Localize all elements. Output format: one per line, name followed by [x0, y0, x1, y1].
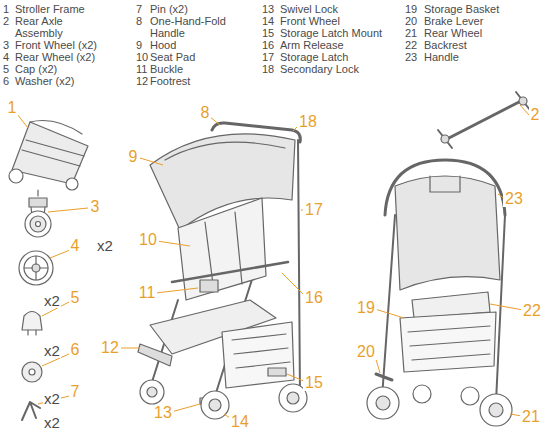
part-number: 11: [136, 63, 147, 75]
part-number: 17: [262, 51, 274, 63]
callout-number: 11: [137, 285, 158, 301]
quantity-label: x2: [43, 415, 61, 430]
part-number: 10: [136, 51, 148, 63]
part-number: 8: [136, 15, 142, 27]
part-name: Backrest: [424, 39, 467, 51]
callout-number: 14: [229, 414, 251, 430]
part-name: Pin (x2): [150, 3, 188, 15]
part-name: Seat Pad: [150, 51, 195, 63]
part-name: Hood: [150, 39, 176, 51]
quantity-label: x2: [43, 293, 61, 308]
part-name: Rear Wheel (x2): [15, 51, 95, 63]
part-name: Handle: [424, 51, 459, 63]
part-number: 20: [405, 15, 417, 27]
part-name: Storage Latch: [280, 51, 349, 63]
part-number: 15: [262, 27, 274, 39]
callout-number: 6: [69, 342, 82, 358]
part-number: 3: [3, 39, 9, 51]
part-number: 5: [3, 63, 9, 75]
part-name: Secondary Lock: [280, 63, 359, 75]
callout-number: 20: [355, 344, 377, 360]
part-number: 1: [3, 3, 9, 15]
quantity-label: x2: [43, 343, 61, 358]
callout-number: 19: [355, 300, 377, 316]
callout-number: 5: [69, 290, 82, 306]
part-name: One-Hand-Fold Handle: [150, 15, 236, 39]
callout-number: 8: [199, 105, 212, 121]
part-name: Rear Wheel: [424, 27, 482, 39]
part-number: 12: [136, 75, 148, 87]
part-name: Footrest: [150, 75, 190, 87]
callout-number: 12: [99, 340, 121, 356]
callout-number: 23: [503, 191, 525, 207]
callout-number: 18: [297, 114, 319, 130]
callout-number: 16: [303, 290, 325, 306]
quantity-label: x2: [96, 238, 114, 253]
part-name: Swivel Lock: [280, 3, 338, 15]
part-name: Storage Latch Mount: [280, 27, 382, 39]
part-number: 22: [405, 39, 417, 51]
callout-number: 21: [520, 409, 542, 425]
part-name: Stroller Frame: [15, 3, 85, 15]
part-name: Rear Axle Assembly: [15, 15, 75, 39]
callout-number: 1: [6, 100, 19, 116]
part-name: Storage Basket: [424, 3, 499, 15]
callout-number: 2: [529, 107, 542, 123]
part-name: Front Wheel: [280, 15, 340, 27]
part-name: Washer (x2): [15, 75, 75, 87]
callout-number: 13: [152, 405, 174, 421]
part-number: 19: [405, 3, 417, 15]
part-number: 18: [262, 63, 274, 75]
part-number: 21: [405, 27, 417, 39]
callout-number: 7: [69, 384, 82, 400]
part-number: 7: [136, 3, 142, 15]
callout-number: 3: [89, 199, 102, 215]
callout-number: 4: [69, 238, 82, 254]
part-number: 9: [136, 39, 142, 51]
callout-number: 15: [303, 375, 325, 391]
part-number: 2: [3, 15, 9, 27]
callout-number: 9: [127, 149, 140, 165]
part-name: Front Wheel (x2): [15, 39, 97, 51]
part-name: Buckle: [150, 63, 183, 75]
callout-number: 17: [303, 202, 325, 218]
callout-number: 10: [137, 232, 159, 248]
part-number: 16: [262, 39, 274, 51]
part-number: 13: [262, 3, 274, 15]
part-name: Cap (x2): [15, 63, 57, 75]
callout-number: 22: [521, 303, 543, 319]
quantity-label: x2: [43, 391, 61, 406]
part-number: 4: [3, 51, 9, 63]
part-name: Brake Lever: [424, 15, 483, 27]
part-number: 14: [262, 15, 274, 27]
part-number: 6: [3, 75, 9, 87]
part-number: 23: [405, 51, 417, 63]
part-name: Arm Release: [280, 39, 344, 51]
